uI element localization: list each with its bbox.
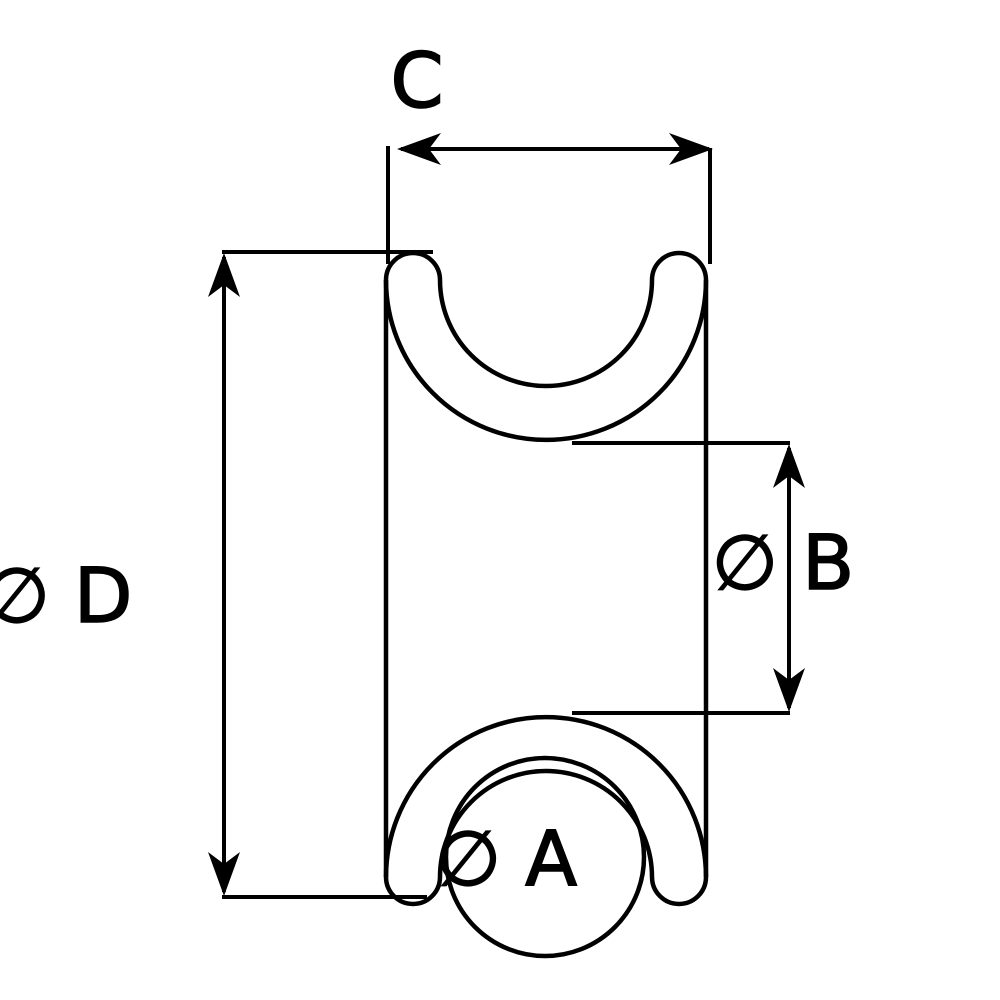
dimension-c: C xyxy=(386,35,713,264)
bore-circle xyxy=(443,755,647,959)
dimension-b: ∅ B xyxy=(572,441,855,715)
dim-d-label: ∅ D xyxy=(0,551,132,640)
dimension-a: ∅ A xyxy=(434,813,578,904)
groove-outer-arc xyxy=(383,279,709,443)
dim-d-arrow-up-icon xyxy=(208,253,240,297)
dim-a-label: ∅ A xyxy=(435,814,577,903)
dim-c-label: C xyxy=(390,36,443,125)
dim-d-arrow-down-icon xyxy=(208,852,240,896)
part-profile xyxy=(383,250,709,959)
dim-b-arrow-up-icon xyxy=(773,444,805,488)
dim-b-arrow-down-icon xyxy=(773,668,805,712)
part-silhouette xyxy=(383,250,709,907)
dim-c-arrow-left-icon xyxy=(397,133,441,165)
arch-outer-arc xyxy=(383,714,709,878)
dim-b-label: ∅ B xyxy=(712,518,855,607)
dim-c-arrow-right-icon xyxy=(669,133,713,165)
dimension-d: ∅ D xyxy=(0,250,433,899)
